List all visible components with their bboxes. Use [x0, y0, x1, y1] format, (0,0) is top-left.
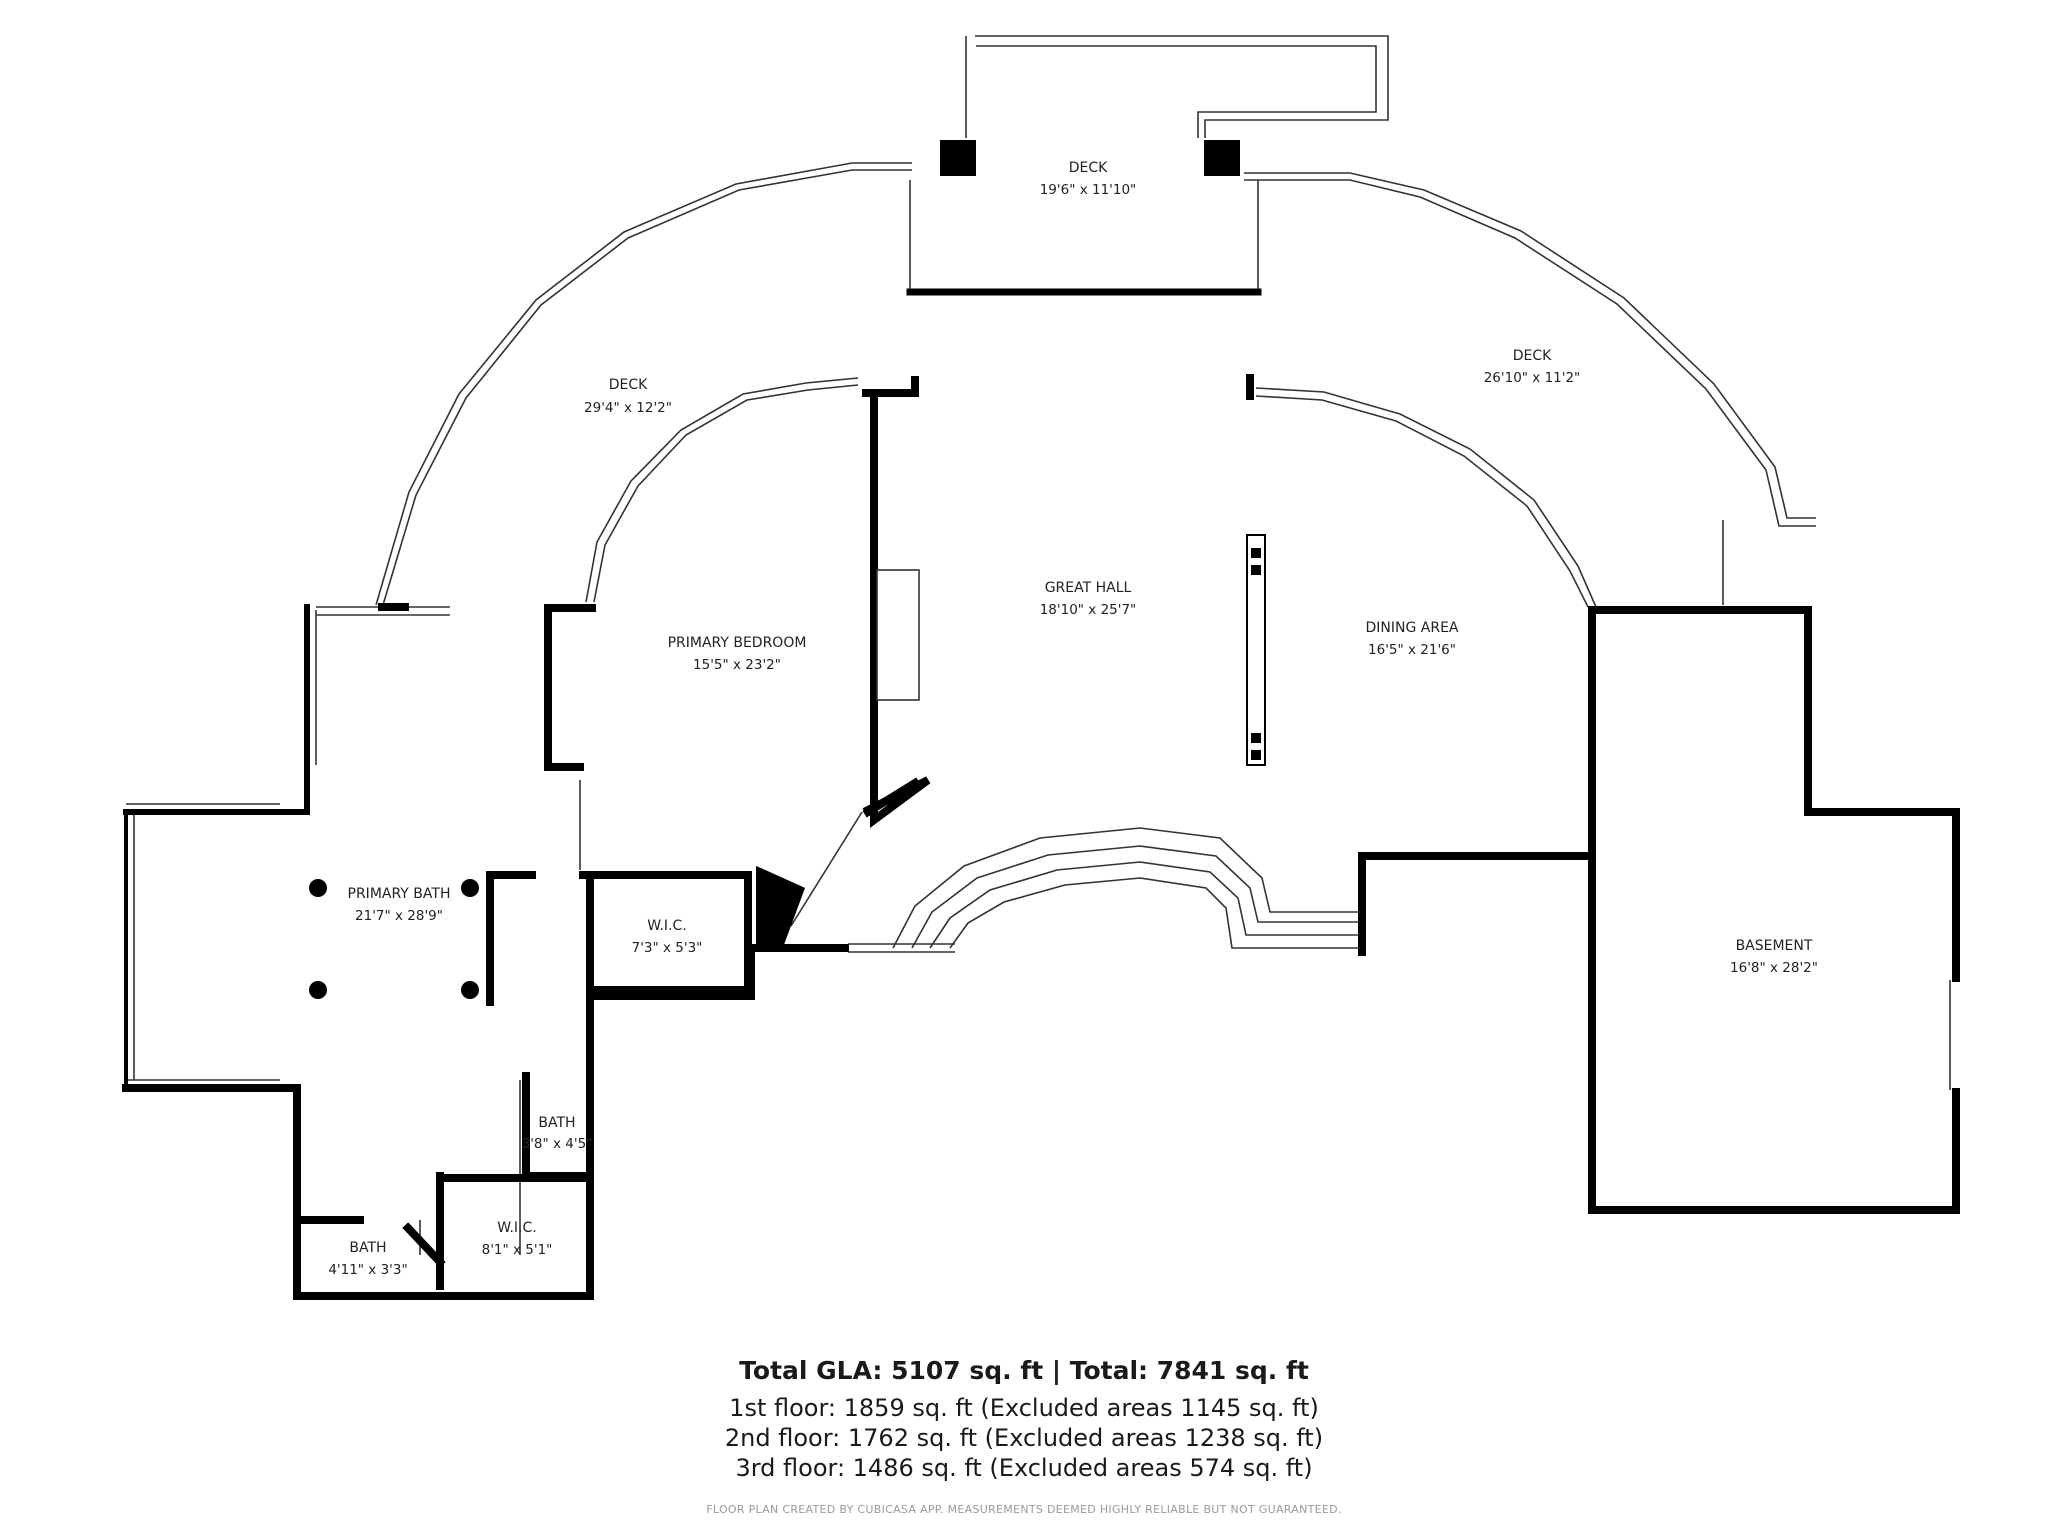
room-dimensions: 15'5" x 23'2": [693, 657, 781, 673]
room-dimensions: 26'10" x 11'2": [1484, 370, 1581, 386]
room-label-deck-left: DECK 29'4" x 12'2": [584, 377, 672, 416]
room-label-primary-bedroom: PRIMARY BEDROOM 15'5" x 23'2": [668, 635, 807, 673]
total-area: Total GLA: 5107 sq. ft | Total: 7841 sq.…: [739, 1356, 1309, 1385]
room-name: DECK: [1069, 160, 1108, 176]
room-dimensions: 19'6" x 11'10": [1040, 182, 1137, 198]
room-label-wic-1: W.I.C. 7'3" x 5'3": [632, 918, 703, 956]
room-label-dining-area: DINING AREA 16'5" x 21'6": [1365, 620, 1458, 658]
room-name: W.I.C.: [647, 918, 687, 934]
room-name: W.I.C.: [497, 1220, 537, 1236]
room-name: DECK: [609, 377, 648, 393]
room-label-bath-corner: BATH 4'11" x 3'3": [328, 1240, 407, 1278]
room-label-deck-top: DECK 19'6" x 11'10": [1040, 160, 1137, 198]
room-label-bath-small: BATH 3'8" x 4'5": [522, 1115, 593, 1152]
thick-walls: [122, 140, 1960, 1300]
room-dimensions: 18'10" x 25'7": [1040, 602, 1137, 618]
thin-outlines: [125, 35, 1951, 1255]
room-dimensions: 3'8" x 4'5": [522, 1136, 593, 1152]
floor-area-2nd: 2nd floor: 1762 sq. ft (Excluded areas 1…: [724, 1424, 1324, 1452]
room-dimensions: 16'8" x 28'2": [1730, 960, 1818, 976]
room-label-basement: BASEMENT 16'8" x 28'2": [1730, 938, 1818, 976]
room-name: BATH: [349, 1240, 386, 1256]
room-label-great-hall: GREAT HALL 18'10" x 25'7": [1040, 580, 1137, 618]
room-dimensions: 29'4" x 12'2": [584, 400, 672, 416]
room-name: DINING AREA: [1365, 620, 1458, 636]
room-dimensions: 21'7" x 28'9": [355, 908, 443, 924]
room-name: DECK: [1513, 348, 1552, 364]
room-name: PRIMARY BEDROOM: [668, 635, 807, 651]
room-label-wic-2: W.I.C. 8'1" x 5'1": [482, 1220, 553, 1258]
room-name: PRIMARY BATH: [348, 886, 451, 902]
room-name: GREAT HALL: [1045, 580, 1132, 596]
room-name: BASEMENT: [1736, 938, 1813, 954]
room-dimensions: 8'1" x 5'1": [482, 1242, 553, 1258]
room-name: BATH: [538, 1115, 575, 1131]
room-label-deck-right: DECK 26'10" x 11'2": [1484, 348, 1581, 386]
floor-area-3rd: 3rd floor: 1486 sq. ft (Excluded areas 5…: [735, 1454, 1313, 1482]
room-dimensions: 16'5" x 21'6": [1368, 642, 1456, 658]
floor-area-1st: 1st floor: 1859 sq. ft (Excluded areas 1…: [729, 1394, 1319, 1422]
room-dimensions: 4'11" x 3'3": [328, 1262, 407, 1278]
disclaimer: FLOOR PLAN CREATED BY CUBICASA APP. MEAS…: [706, 1503, 1342, 1516]
room-labels: DECK 19'6" x 11'10" DECK 29'4" x 12'2" D…: [328, 160, 1818, 1278]
room-dimensions: 7'3" x 5'3": [632, 940, 703, 956]
room-label-primary-bath: PRIMARY BATH 21'7" x 28'9": [348, 886, 451, 924]
